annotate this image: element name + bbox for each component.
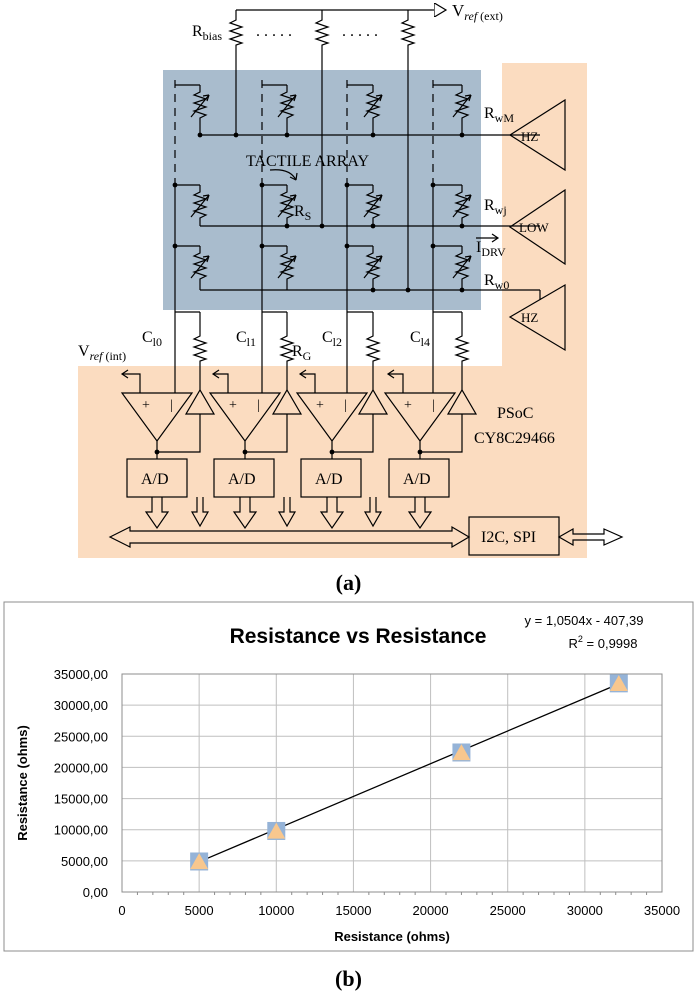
circuit-diagram: Vref (ext) Rbias . . . . . . . . . . [78,1,624,558]
x-tick-label: 10000 [258,903,294,918]
bias-network [229,10,446,290]
ad-label-2: A/D [315,471,343,488]
y-tick-label: 30000,00 [54,698,108,713]
array-grid [174,80,540,320]
hz-bottom-label: HZ [521,310,538,325]
scatter-chart: Resistance vs Resistance y = 1,0504x - 4… [3,601,694,952]
svg-text:|: | [170,398,173,413]
data-points [190,674,628,871]
x-tick-label: 30000 [567,903,603,918]
idrv-label: IDRV [476,239,506,259]
trend-equation: y = 1,0504x - 407,39 [525,613,644,628]
data-point-triangle [190,853,209,870]
x-tick-label: 25000 [490,903,526,918]
hz-top-label: HZ [521,129,538,144]
svg-text:+: + [229,398,237,413]
svg-text:|: | [257,398,260,413]
data-point-triangle [267,822,286,839]
x-tick-labels: 0 5000 10000 15000 20000 25000 30000 35000 [118,903,680,918]
rw0-label: Rw0 [484,272,509,292]
y-tick-label: 0,00 [83,885,108,900]
cl2-label: Cl2 [322,329,342,349]
y-tick-labels: 0,00 5000,00 10000,00 15000,00 20000,00 25000… [54,667,108,900]
rwj-label: Rwj [484,197,507,217]
rbias-label: Rbias [192,23,222,43]
dots-left: . . . . . [256,23,292,40]
idrv-arrow [476,233,500,243]
y-tick-label: 15000,00 [54,792,108,807]
tactile-array-label: TACTILE ARRAY [246,153,369,170]
chart-frame [3,601,694,952]
cl1-label: Cl1 [236,329,256,349]
x-axis-label: Resistance (ohms) [334,929,450,944]
x-tick-label: 15000 [335,903,371,918]
data-point-triangle [609,674,628,691]
dots-right: . . . . . [342,23,378,40]
column-amplifiers [108,311,624,556]
y-tick-label: 20000,00 [54,760,108,775]
svg-text:+: + [316,398,324,413]
y-axis-label: Resistance (ohms) [15,725,30,841]
psoc-region [78,63,587,558]
svg-text:+: + [404,398,412,413]
bus-label: I2C, SPI [481,529,536,546]
svg-text:|: | [432,398,435,413]
amp-junctions [154,449,423,455]
y-tick-label: 5000,00 [61,854,108,869]
low-label: LOW [519,220,549,235]
array-junctions [172,132,465,293]
row-drivers [508,98,566,352]
cl4-label: Cl4 [410,329,430,349]
caption-a: (a) [335,570,362,595]
opamp-signs: + | + | + | + | [142,398,435,413]
psoc-label: PSoC [497,405,533,422]
y-tick-label: 10000,00 [54,823,108,838]
chart-title: Resistance vs Resistance [230,625,487,648]
caption-b: (b) [335,966,362,991]
ad-label-0: A/D [141,471,169,488]
x-tick-label: 5000 [185,903,214,918]
rg-label: RG [292,343,312,363]
data-point-triangle [452,744,471,761]
psoc-part-label: CY8C29466 [474,430,555,447]
rwm-label: RwM [484,105,514,125]
svg-text:|: | [344,398,347,413]
x-tick-label: 35000 [644,903,680,918]
rs-label: RS [294,203,311,223]
ad-label-1: A/D [228,471,256,488]
svg-text:+: + [142,398,150,413]
y-tick-label: 35000,00 [54,667,108,682]
x-tick-label: 20000 [412,903,448,918]
x-tick-label: 0 [118,903,125,918]
y-tick-label: 25000,00 [54,729,108,744]
cl0-label: Cl0 [142,329,162,349]
plot-area [121,673,663,893]
vref-int-label: Vref (int) [78,343,126,363]
r-squared: R2 = 0,9998 [569,634,638,651]
ad-label-3: A/D [403,471,431,488]
vref-ext-label: Vref (ext) [452,1,503,23]
